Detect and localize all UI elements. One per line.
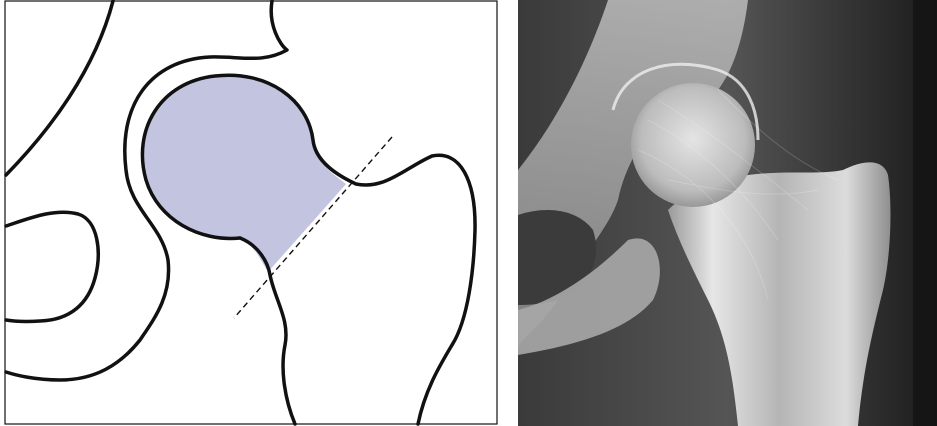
xray-right-edge (913, 0, 937, 426)
schematic-svg (0, 0, 498, 426)
obturator-foramen (6, 212, 98, 321)
schematic-panel (0, 0, 498, 426)
medial-femur-contour (240, 238, 295, 424)
pelvic-outer-curve (6, 1, 113, 175)
femoral-head-highlight (142, 75, 346, 272)
radiograph-svg (518, 0, 937, 426)
radiograph-panel (518, 0, 937, 426)
